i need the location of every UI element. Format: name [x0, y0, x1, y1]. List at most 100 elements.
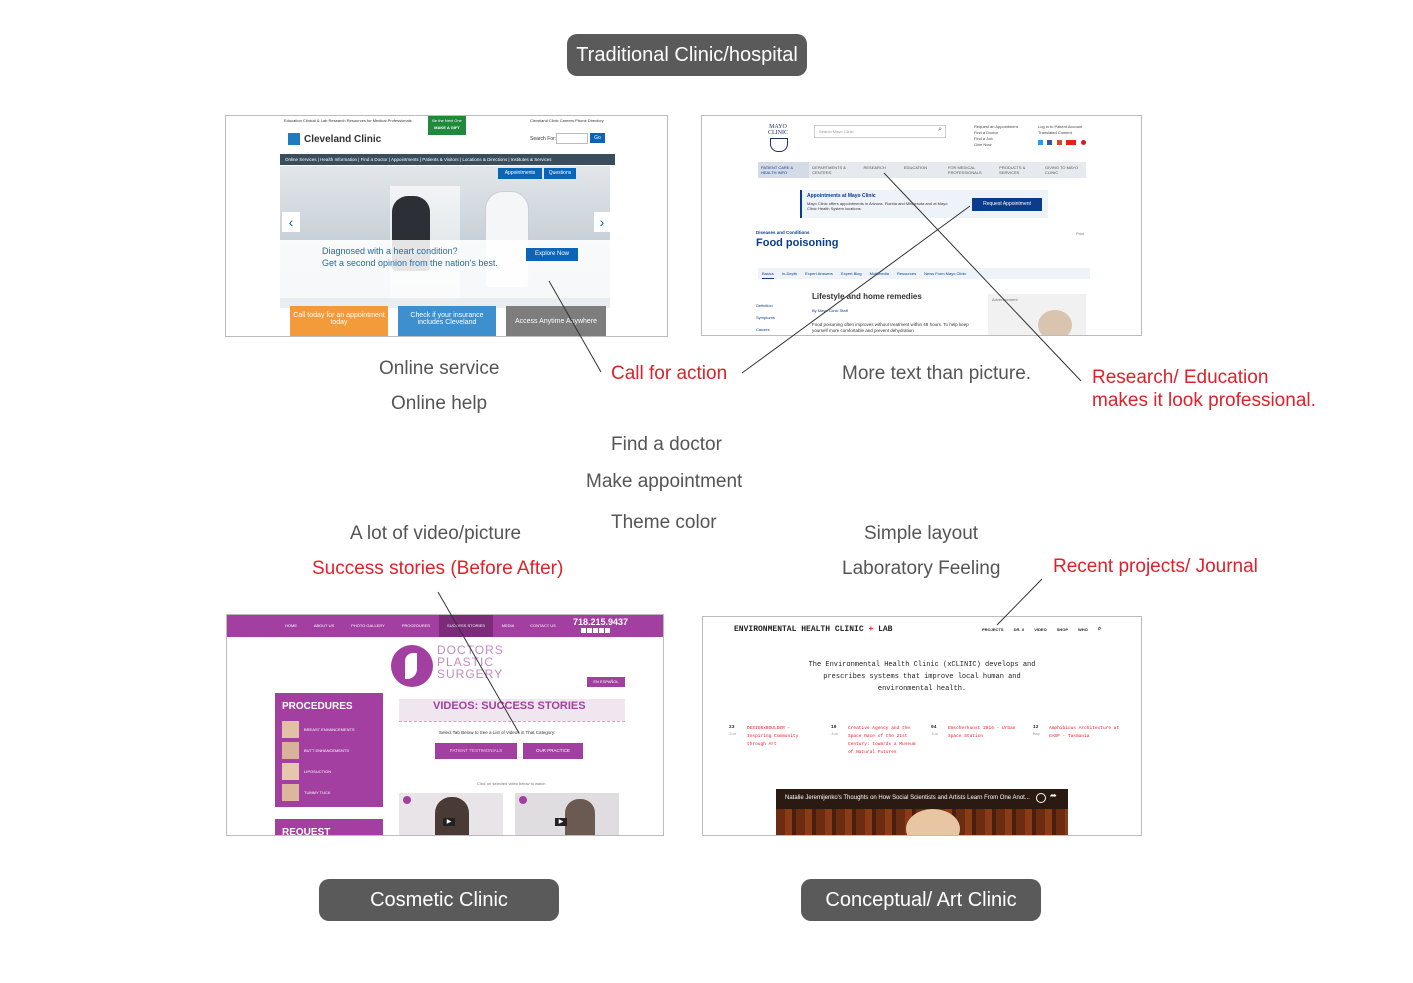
- side-link-causes[interactable]: Causes: [756, 327, 770, 332]
- nav-home[interactable]: HOME: [285, 623, 297, 628]
- gift-badge[interactable]: Be the Next One MAKE A GIFT: [428, 116, 466, 135]
- article-tabs[interactable]: Basics In-Depth Expert Answers Expert Bl…: [758, 268, 1090, 279]
- nav-departments[interactable]: DEPARTMENTS & CENTERS: [812, 165, 846, 175]
- share-icon[interactable]: ➦: [1050, 791, 1057, 800]
- side-link-definition[interactable]: Definition: [756, 303, 773, 308]
- nav-contact[interactable]: CONTACT US: [530, 623, 556, 628]
- clock-icon[interactable]: [1036, 793, 1046, 803]
- request-appointment-button[interactable]: Request Appointment: [972, 198, 1042, 211]
- hero-next-icon[interactable]: ›: [594, 212, 610, 232]
- tab-expert-blog[interactable]: Expert Blog: [840, 271, 862, 276]
- explore-button[interactable]: Explore Now: [526, 248, 578, 261]
- nav-medical-professionals[interactable]: FOR MEDICAL PROFESSIONALS: [947, 165, 982, 175]
- advertisement: Advertisement: [988, 294, 1086, 335]
- tab-basics[interactable]: Basics: [762, 268, 774, 279]
- search-icon[interactable]: ⌕: [1097, 626, 1102, 632]
- nav-video[interactable]: VIDEO: [1034, 627, 1047, 632]
- cleveland-logo-icon: [288, 133, 300, 145]
- give-now-link[interactable]: Give Now: [974, 142, 992, 147]
- dps-logo-text[interactable]: DOCTORS PLASTIC SURGERY: [437, 643, 504, 681]
- play-icon[interactable]: ▶: [555, 818, 567, 826]
- mayo-logo[interactable]: MAYO CLINIC: [768, 124, 788, 136]
- plastic-surgery-screenshot: HOME ABOUT US PHOTO GALLERY PROCEDURES S…: [226, 614, 664, 836]
- nav-who[interactable]: WHO: [1078, 627, 1088, 632]
- side-link-symptoms[interactable]: Symptoms: [756, 315, 775, 320]
- nav-giving[interactable]: GIVING TO MAYO CLINIC: [1044, 165, 1079, 175]
- nav-about[interactable]: ABOUT US: [313, 623, 335, 628]
- hero-prev-icon[interactable]: ‹: [282, 212, 300, 232]
- tab-in-depth[interactable]: In-Depth: [781, 271, 798, 276]
- find-job-link[interactable]: Find a Job: [974, 136, 993, 141]
- procedure-item[interactable]: TUMMY TUCK: [282, 784, 331, 801]
- label-traditional: Traditional Clinic/hospital: [567, 34, 807, 76]
- cleveland-clinic-screenshot: Education Clinical & Lab Research Resour…: [225, 115, 668, 337]
- procedure-thumb: [282, 784, 299, 801]
- access-box[interactable]: Access Anytime Anywhere: [506, 306, 606, 336]
- play-icon[interactable]: ▶: [443, 818, 455, 826]
- note-make-appointment: Make appointment: [586, 471, 743, 492]
- hero-image: Diagnosed with a heart condition? Get a …: [280, 166, 610, 298]
- tab-patient-testimonials[interactable]: PATIENT TESTIMONIALS: [435, 743, 517, 759]
- cleveland-logo[interactable]: Cleveland Clinic: [304, 134, 382, 145]
- nav-dr-x[interactable]: DR. X: [1013, 627, 1025, 632]
- video-player[interactable]: Natalie Jeremijenko's Thoughts on How So…: [776, 789, 1068, 835]
- nav-research[interactable]: RESEARCH: [863, 165, 886, 170]
- top-right-links[interactable]: Cleveland Clinic Careers Phone Directory: [530, 118, 604, 123]
- note-call-for-action: Call for action: [611, 363, 728, 384]
- procedure-item[interactable]: LIPOSUCTION: [282, 763, 331, 780]
- phone-number[interactable]: 718.215.9437: [573, 617, 629, 627]
- print-link[interactable]: Print: [1076, 231, 1085, 236]
- tab-multimedia[interactable]: Multimedia: [869, 271, 889, 276]
- search-label: Search For:: [530, 136, 557, 142]
- nav-patient-care[interactable]: PATIENT CARE & HEALTH INFO: [758, 162, 810, 178]
- search-input[interactable]: [556, 133, 588, 144]
- procedure-item[interactable]: BUTT ENHANCEMENTS: [282, 742, 349, 759]
- nav-procedures[interactable]: PROCEDURES: [401, 623, 431, 628]
- request-panel[interactable]: REQUEST: [275, 819, 383, 835]
- call-today-box[interactable]: Call today for an appointment today: [290, 306, 388, 336]
- label-cosmetic: Cosmetic Clinic: [319, 879, 559, 921]
- ehc-logo[interactable]: ENVIRONMENTAL HEALTH CLINIC + LAB: [734, 625, 893, 634]
- procedures-heading: PROCEDURES: [282, 701, 353, 712]
- search-icon[interactable]: ⌕: [938, 126, 942, 133]
- nav-products-services[interactable]: PRODUCTS & SERVICES: [999, 165, 1026, 175]
- breadcrumb[interactable]: Diseases and Conditions: [756, 230, 810, 235]
- social-icons[interactable]: [581, 628, 610, 633]
- tab-our-practice[interactable]: OUR PRACTICE: [523, 743, 583, 759]
- tab-resources[interactable]: Resources: [896, 271, 917, 276]
- tab-questions[interactable]: Questions: [544, 168, 576, 179]
- video-title[interactable]: Natalie Jeremijenko's Thoughts on How So…: [785, 795, 1030, 801]
- nav-success-stories[interactable]: SUCCESS STORIES: [439, 615, 493, 637]
- tab-expert-answers[interactable]: Expert Answers: [805, 271, 833, 276]
- translated-content-link[interactable]: Translated Content: [1038, 130, 1072, 135]
- video-thumbnail-1[interactable]: ▶: [399, 793, 503, 835]
- main-nav[interactable]: Online Services | Health Information | F…: [280, 154, 615, 165]
- top-links[interactable]: Education Clinical & Lab Research Resour…: [284, 118, 412, 123]
- procedure-thumb: [282, 742, 299, 759]
- mayo-shield-icon: [770, 138, 788, 152]
- nav-photo-gallery[interactable]: PHOTO GALLERY: [351, 623, 385, 628]
- patient-account-link[interactable]: Log in to Patient Account: [1038, 124, 1083, 129]
- find-doctor-link[interactable]: Find a Doctor: [974, 130, 999, 135]
- ehc-nav[interactable]: PROJECTS DR. X VIDEO SHOP WHO ⌕: [982, 626, 1102, 633]
- note-success-stories: Success stories (Before After): [312, 558, 564, 579]
- social-icons[interactable]: [1038, 138, 1086, 145]
- insurance-box[interactable]: Check if your insurance includes Clevela…: [398, 306, 496, 336]
- procedure-item[interactable]: BREAST ENHANCEMENTS: [282, 721, 355, 738]
- nav-projects[interactable]: PROJECTS: [982, 627, 1004, 632]
- video-thumbnail-2[interactable]: ▶: [515, 793, 619, 835]
- request-appointment-link[interactable]: Request an Appointment: [974, 124, 1018, 129]
- speaker-face: [906, 809, 960, 835]
- intro-text: The Environmental Health Clinic (xCLINIC…: [808, 661, 1036, 693]
- byline[interactable]: By Mayo Clinic Staff: [812, 308, 848, 313]
- mayo-main-nav[interactable]: PATIENT CARE & HEALTH INFO DEPARTMENTS &…: [758, 162, 1086, 178]
- espanol-button[interactable]: EN ESPAÑOL: [587, 677, 625, 687]
- tab-appointments[interactable]: Appointments: [498, 168, 542, 179]
- go-button[interactable]: Go: [590, 133, 605, 143]
- tab-news[interactable]: News From Mayo Clinic: [924, 271, 967, 276]
- nav-media[interactable]: MEDIA: [501, 623, 515, 628]
- nav-education[interactable]: EDUCATION: [903, 165, 928, 170]
- note-lab-feeling: Laboratory Feeling: [842, 558, 1001, 579]
- mayo-search-input[interactable]: Search Mayo Clinic ⌕: [814, 125, 946, 138]
- nav-shop[interactable]: SHOP: [1056, 627, 1069, 632]
